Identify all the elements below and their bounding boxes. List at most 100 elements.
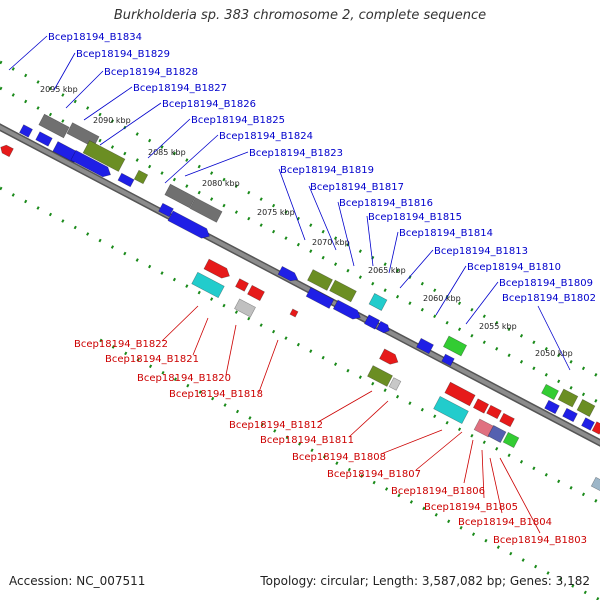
- gene-block-16: [329, 279, 357, 303]
- top-leader-4: [99, 102, 162, 146]
- scale-label-0: 2095 kbp: [40, 85, 78, 94]
- bottom-gene-label-8: Bcep18194_B1806: [391, 486, 485, 497]
- gene-block-1: [19, 124, 33, 138]
- gene-block-45: [473, 418, 495, 438]
- gene-block-29: [562, 407, 578, 423]
- scale-label-5: 2070 kbp: [312, 238, 350, 247]
- gene-block-11: [164, 183, 196, 209]
- gene-block-41: [433, 395, 469, 425]
- accession-text: Accession: NC_007511: [9, 574, 146, 588]
- gene-block-8: [117, 172, 135, 188]
- bottom-gene-label-6: Bcep18194_B1808: [292, 452, 386, 463]
- gene-block-33: [235, 278, 249, 292]
- gene-block-32: [191, 271, 225, 299]
- top-leader-10: [337, 201, 355, 267]
- scale-label-2: 2085 kbp: [148, 148, 186, 157]
- scale-label-7: 2060 kbp: [423, 294, 461, 303]
- bottom-gene-label-4: Bcep18194_B1812: [229, 420, 323, 431]
- gene-block-19: [363, 314, 381, 330]
- gene-block-31: [203, 258, 230, 279]
- bottom-leader-4: [317, 390, 373, 423]
- top-leader-13: [399, 249, 434, 289]
- gene-block-35: [234, 298, 256, 318]
- top-leader-7: [184, 151, 249, 177]
- top-gene-label-1: Bcep18194_B1829: [76, 49, 170, 60]
- bottom-gene-label-7: Bcep18194_B1807: [327, 469, 421, 480]
- gene-block-47: [502, 431, 520, 449]
- gene-block-26: [557, 388, 579, 408]
- top-leader-14: [435, 265, 467, 316]
- top-gene-label-5: Bcep18194_B1825: [191, 115, 285, 126]
- bottom-leader-3: [258, 339, 279, 393]
- bottom-leader-5: [348, 400, 389, 438]
- bottom-leader-6: [380, 429, 443, 455]
- bottom-gene-label-0: Bcep18194_B1822: [74, 339, 168, 350]
- map-title: Burkholderia sp. 383 chromosome 2, compl…: [113, 8, 487, 23]
- bottom-gene-label-10: Bcep18194_B1804: [458, 517, 552, 528]
- gene-block-24: [441, 353, 455, 367]
- bottom-leader-1: [192, 317, 209, 356]
- top-gene-label-14: Bcep18194_B1810: [467, 262, 561, 273]
- scale-label-1: 2090 kbp: [93, 116, 131, 125]
- scale-label-9: 2050 kbp: [535, 349, 573, 358]
- top-leader-0: [8, 35, 48, 71]
- gene-block-48: [591, 421, 600, 435]
- gene-block-14: [277, 265, 299, 282]
- bottom-leader-9: [481, 449, 485, 499]
- top-leader-8: [278, 168, 306, 241]
- bottom-leader-2: [225, 324, 237, 376]
- gene-block-25: [541, 383, 559, 401]
- gene-block-42: [472, 398, 490, 414]
- bottom-gene-label-11: Bcep18194_B1803: [493, 535, 587, 546]
- gene-block-21: [368, 293, 388, 311]
- gene-block-0: [0, 144, 14, 158]
- top-leader-15: [465, 281, 499, 325]
- gene-block-20: [376, 320, 390, 334]
- scale-label-4: 2075 kbp: [257, 208, 295, 217]
- gene-block-38: [367, 365, 393, 387]
- bottom-gene-label-1: Bcep18194_B1821: [105, 354, 199, 365]
- gene-block-9: [133, 169, 149, 185]
- top-gene-label-7: Bcep18194_B1823: [249, 148, 343, 159]
- top-leader-6: [164, 134, 219, 184]
- gene-block-22: [416, 337, 434, 355]
- top-gene-label-9: Bcep18194_B1817: [310, 182, 404, 193]
- bottom-leader-11: [499, 457, 541, 534]
- top-gene-label-11: Bcep18194_B1815: [368, 212, 462, 223]
- tick-ring-2: [0, 186, 600, 505]
- scale-label-3: 2080 kbp: [202, 179, 240, 188]
- gene-block-36: [289, 308, 299, 318]
- gene-block-10: [158, 202, 174, 218]
- bottom-leader-10: [489, 457, 503, 514]
- bottom-leader-7: [415, 431, 463, 471]
- topology-text: Topology: circular; Length: 3,587,082 bp…: [260, 574, 590, 588]
- gene-block-18: [332, 299, 361, 320]
- gene-block-12: [189, 197, 223, 223]
- bottom-leader-8: [463, 439, 474, 484]
- top-gene-label-4: Bcep18194_B1826: [162, 99, 256, 110]
- gene-block-27: [576, 399, 596, 417]
- gene-block-13: [167, 210, 210, 239]
- gene-block-49: [590, 476, 600, 492]
- gene-block-3: [38, 113, 70, 139]
- top-leader-12: [388, 231, 399, 274]
- gene-block-46: [487, 425, 507, 443]
- top-gene-label-16: Bcep18194_B1802: [502, 293, 596, 304]
- top-leader-9: [308, 185, 337, 251]
- top-gene-label-12: Bcep18194_B1814: [399, 228, 493, 239]
- gene-block-23: [442, 335, 468, 357]
- scale-label-6: 2065 kbp: [368, 266, 406, 275]
- gene-block-30: [581, 417, 595, 431]
- top-leader-11: [366, 215, 374, 267]
- top-leader-5: [147, 118, 191, 159]
- bottom-gene-label-5: Bcep18194_B1811: [260, 435, 354, 446]
- gene-block-34: [247, 284, 265, 302]
- gene-block-37: [379, 348, 399, 365]
- scale-label-8: 2055 kbp: [479, 322, 517, 331]
- top-gene-label-6: Bcep18194_B1824: [219, 131, 313, 142]
- gene-block-43: [486, 404, 502, 420]
- top-gene-label-2: Bcep18194_B1828: [104, 67, 198, 78]
- top-gene-label-15: Bcep18194_B1809: [499, 278, 593, 289]
- gene-block-2: [35, 131, 53, 147]
